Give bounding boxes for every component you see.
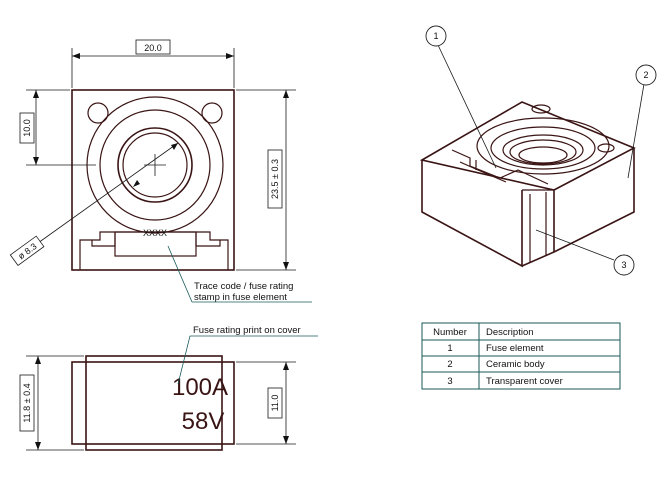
side-view: 100A 58V Fuse rating print on cover 11.8… xyxy=(19,325,318,451)
arrow-body-bottom xyxy=(283,436,289,444)
dim-side-total: 11.8 ± 0.4 xyxy=(22,383,32,422)
iso-collar-outer xyxy=(476,117,610,175)
iso-bore-ring-1 xyxy=(502,134,584,166)
arrow-side-total-bottom xyxy=(35,442,41,450)
stamp-tab xyxy=(114,231,197,257)
parts-table: Number Description 1 Fuse element 2 Cera… xyxy=(421,322,621,390)
iso-bore-ring-3 xyxy=(518,146,568,164)
iso-terminal-lip xyxy=(459,161,507,183)
table-header-number: Number xyxy=(433,327,467,338)
voltage-rating: 58V xyxy=(182,408,225,435)
iso-bore-ring-2 xyxy=(509,139,577,165)
center-bore-inner xyxy=(122,132,188,198)
side-view-body xyxy=(71,361,235,445)
table-cell-number: 1 xyxy=(447,343,452,354)
table-cell-description: Fuse element xyxy=(486,343,544,354)
balloon-2 xyxy=(635,64,657,86)
iso-hole-right xyxy=(597,143,615,153)
dim-box-upper xyxy=(19,112,35,144)
arrow-upper-top xyxy=(33,90,39,98)
rating-leader xyxy=(177,335,191,385)
isometric-view: 1 2 3 xyxy=(419,25,657,276)
table-cell-number: 2 xyxy=(447,359,452,370)
arrow-body-top xyxy=(283,362,289,370)
stamp-leader xyxy=(167,245,193,303)
dim-box-side-total xyxy=(19,374,35,432)
arrow-width-left xyxy=(72,53,80,59)
terminal-left-step xyxy=(91,232,116,247)
current-rating: 100A xyxy=(172,374,228,401)
top-view: XXXX 20.0 10.0 23.5 ± 0.3 ø 8.3 xyxy=(9,39,312,303)
balloon-3-label: 3 xyxy=(621,260,626,270)
mounting-hole-left xyxy=(87,102,109,124)
iso-right-face xyxy=(553,148,635,253)
table-cell-description: Ceramic body xyxy=(486,359,545,370)
cover-band xyxy=(85,355,223,451)
arrow-total-bottom xyxy=(283,262,289,270)
balloon-2-leader xyxy=(627,83,645,179)
mounting-hole-right xyxy=(201,102,223,124)
balloon-1 xyxy=(425,25,447,47)
diameter-leader xyxy=(37,142,179,244)
dim-box-diameter xyxy=(9,235,45,267)
arrow-width-right xyxy=(226,53,234,59)
iso-left-face xyxy=(421,160,523,268)
dim-body: 11.0 xyxy=(270,395,280,412)
stamp-text: XXXX xyxy=(143,228,167,238)
terminal-right-step xyxy=(195,232,221,247)
stamp-note-line2: stamp in fuse element xyxy=(194,292,287,303)
stamp-note-line1: Trace code / fuse rating xyxy=(194,281,293,292)
balloon-1-label: 1 xyxy=(433,31,438,41)
iso-collar-inner xyxy=(490,126,596,170)
balloon-3-leader xyxy=(535,229,615,261)
balloon-3 xyxy=(613,254,635,276)
arrow-upper-bottom xyxy=(33,157,39,165)
table-cell-number: 3 xyxy=(447,376,452,387)
dim-diameter-group: ø 8.3 xyxy=(9,235,45,267)
iso-terminal-step xyxy=(451,149,549,185)
arrow-side-total-top xyxy=(35,356,41,364)
rating-note: Fuse rating print on cover xyxy=(193,325,301,336)
dim-height-upper: 10.0 xyxy=(22,119,32,137)
dim-width: 20.0 xyxy=(144,43,162,53)
dim-box-total xyxy=(267,149,283,209)
iso-hole-back xyxy=(531,104,551,114)
dim-height-total: 23.5 ± 0.3 xyxy=(270,159,280,199)
dim-box-width xyxy=(135,39,171,55)
dim-box-body xyxy=(267,387,283,419)
table-cell-description: Transparent cover xyxy=(486,376,563,387)
top-view-outline xyxy=(71,89,235,271)
iso-cover-front xyxy=(521,190,555,267)
center-bore-outer xyxy=(117,127,193,203)
collar-inner-ring xyxy=(99,109,211,221)
table-header-description: Description xyxy=(486,327,534,338)
iso-top-face xyxy=(419,101,636,191)
balloon-1-leader xyxy=(437,44,497,169)
arrow-diameter-in xyxy=(171,143,178,150)
arrow-diameter-out xyxy=(133,180,140,187)
balloon-2-label: 2 xyxy=(643,70,648,80)
arrow-total-top xyxy=(283,90,289,98)
